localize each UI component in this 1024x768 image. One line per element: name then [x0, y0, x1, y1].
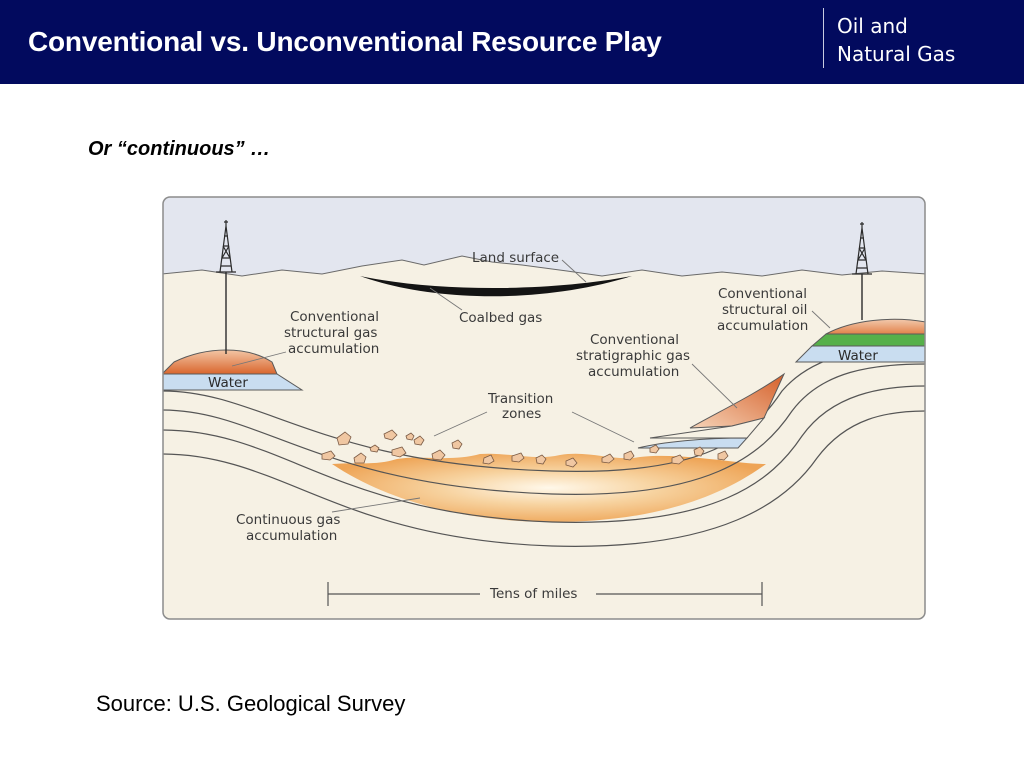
stratigraphic-gas-wedge	[689, 372, 786, 429]
brand-divider	[823, 8, 824, 68]
label-water-left: Water	[208, 375, 248, 391]
land-surface-line	[163, 255, 925, 619]
label-continuous-1: Continuous gas	[236, 512, 340, 528]
scale-bar	[327, 582, 763, 606]
brand-line-2: Natural Gas	[837, 42, 956, 66]
label-conv-strat-3: accumulation	[588, 364, 679, 380]
label-conv-strat-2: stratigraphic gas	[576, 348, 690, 364]
label-conv-oil-3: accumulation	[717, 318, 808, 334]
label-continuous-2: accumulation	[246, 528, 337, 544]
coalbed-seam	[360, 276, 632, 297]
label-coalbed-gas: Coalbed gas	[459, 310, 542, 326]
label-scale: Tens of miles	[489, 586, 577, 602]
stratigraphic-water	[637, 437, 749, 449]
rock-strata	[163, 345, 925, 547]
brand-line-1: Oil and	[837, 14, 908, 38]
structural-gas-dome	[163, 349, 278, 375]
label-land-surface: Land surface	[472, 250, 559, 266]
label-conv-gas-1: Conventional	[290, 309, 379, 325]
label-conv-oil-2: structural oil	[722, 302, 807, 318]
transition-zone-blobs	[321, 429, 729, 468]
geology-diagram: Land surface Coalbed gas Conventional st…	[162, 196, 926, 620]
brand-logo-text: Oil and Natural Gas	[837, 12, 955, 68]
stratigraphic-upper-layer	[649, 417, 766, 439]
leader-lines	[231, 259, 831, 513]
water-layer-right	[794, 345, 925, 363]
label-conv-gas-3: accumulation	[288, 341, 379, 357]
label-water-right: Water	[838, 348, 878, 364]
drilling-rig-right-icon	[852, 222, 872, 320]
label-conv-oil-1: Conventional	[718, 286, 807, 302]
diagram-frame	[162, 196, 926, 620]
header-bar: Conventional vs. Unconventional Resource…	[0, 0, 1024, 84]
label-conv-strat-1: Conventional	[590, 332, 679, 348]
label-conv-gas-2: structural gas	[284, 325, 377, 341]
structural-oil-cap	[825, 318, 925, 335]
label-transition-2: zones	[502, 406, 541, 422]
source-citation: Source: U.S. Geological Survey	[96, 691, 406, 716]
oil-layer	[810, 333, 925, 347]
continuous-gas-accumulation	[332, 453, 766, 522]
water-layer-left	[163, 373, 304, 391]
slide-title: Conventional vs. Unconventional Resource…	[28, 26, 662, 57]
drilling-rig-left-icon	[216, 220, 236, 354]
slide-subtitle: Or “continuous” …	[88, 138, 271, 160]
label-transition-1: Transition	[487, 391, 553, 407]
